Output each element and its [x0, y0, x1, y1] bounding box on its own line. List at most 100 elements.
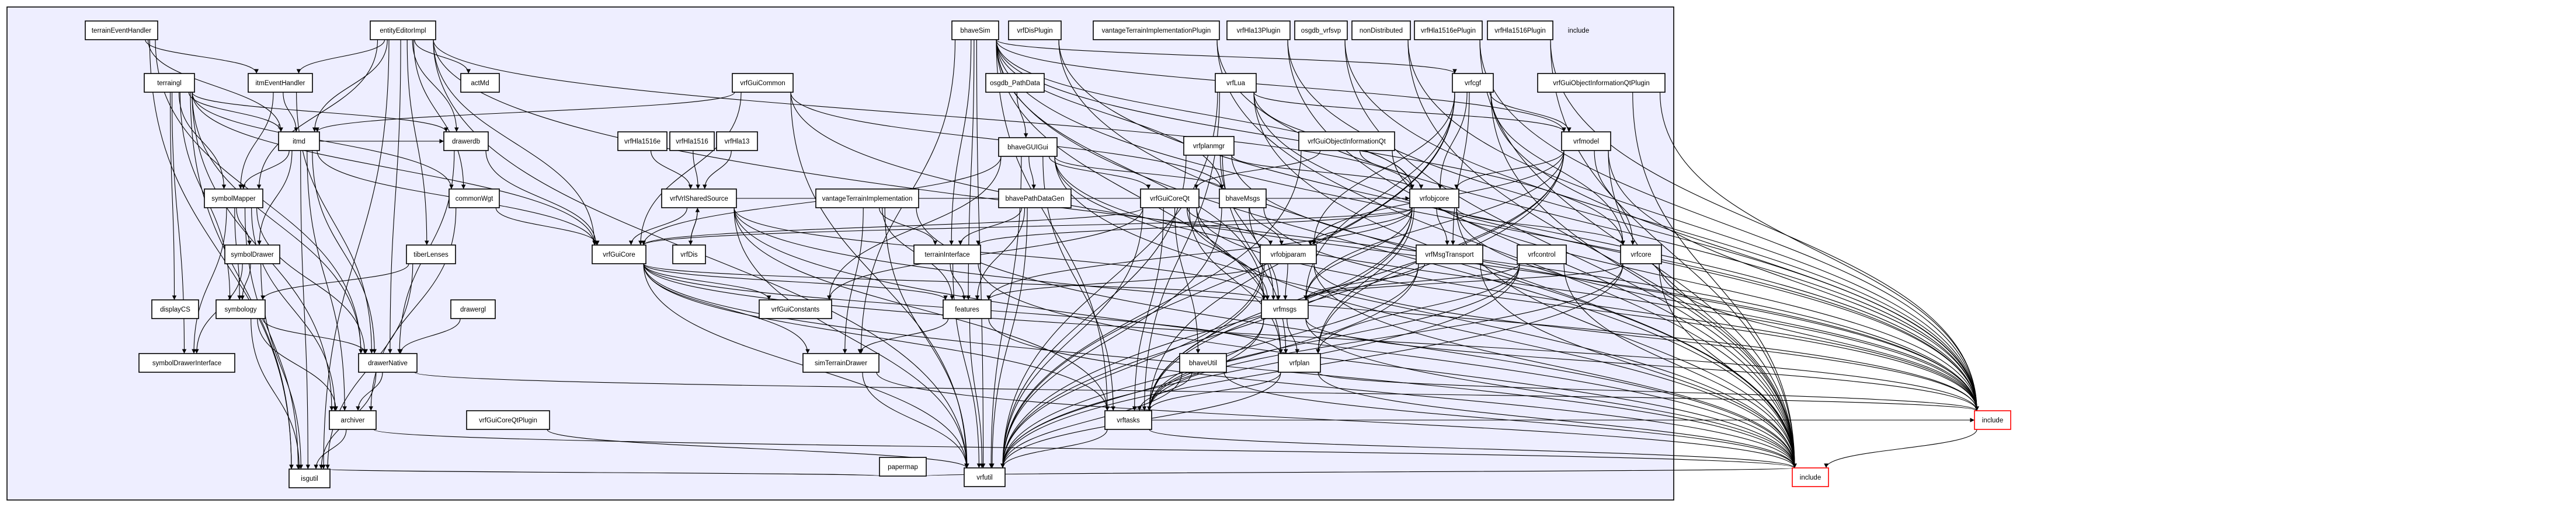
- node-vrfHla13Plugin[interactable]: vrfHla13Plugin: [1226, 20, 1291, 40]
- node-bhaveUtil[interactable]: bhaveUtil: [1179, 353, 1227, 373]
- edge-vrfmodel-to-include_mid: [1608, 150, 1979, 411]
- node-tiberLenses[interactable]: tiberLenses: [406, 244, 456, 264]
- node-nonDistributed[interactable]: nonDistributed: [1351, 20, 1411, 40]
- node-box: [1219, 188, 1267, 208]
- node-vrftasks[interactable]: vrftasks: [1104, 410, 1152, 430]
- node-vantageTerrainImplementationPlugin[interactable]: vantageTerrainImplementationPlugin: [1093, 20, 1220, 40]
- node-box: [1104, 410, 1152, 430]
- node-isgutil[interactable]: isgutil: [288, 468, 331, 488]
- node-include_bot[interactable]: include: [1792, 467, 1829, 487]
- node-box: [288, 468, 331, 488]
- node-include_top[interactable]: include: [1568, 27, 1589, 34]
- node-vrfmodel[interactable]: vrfmodel: [1561, 131, 1611, 151]
- edge-vrfGuiCoreQt-to-include_mid: [1196, 207, 1979, 411]
- node-include_mid[interactable]: include: [1974, 410, 2011, 430]
- node-box: [759, 299, 832, 319]
- node-vrfobjparam[interactable]: vrfobjparam: [1260, 244, 1317, 264]
- node-vrfHla1516Plugin[interactable]: vrfHla1516Plugin: [1487, 20, 1553, 40]
- node-vrfGuiCoreQtPlugin[interactable]: vrfGuiCoreQtPlugin: [466, 410, 550, 430]
- node-symbolMapper[interactable]: symbolMapper: [204, 188, 263, 208]
- node-features[interactable]: features: [943, 299, 992, 319]
- edge-vrfVrlSharedSource-to-include_bot: [733, 207, 1797, 468]
- node-box: [1537, 73, 1666, 93]
- node-vrfHla1516ePlugin[interactable]: vrfHla1516ePlugin: [1414, 20, 1483, 40]
- node-vrfHla13[interactable]: vrfHla13: [716, 131, 758, 151]
- edge-terrainInterface-to-include_bot: [978, 263, 1797, 468]
- node-osgdb_vrfsvp[interactable]: osgdb_vrfsvp: [1294, 20, 1348, 40]
- node-symbology[interactable]: symbology: [215, 299, 266, 319]
- node-terrainInterface[interactable]: terrainInterface: [913, 244, 981, 264]
- node-vrfGuiCommon[interactable]: vrfGuiCommon: [732, 73, 794, 93]
- node-papermap[interactable]: papermap: [879, 457, 927, 477]
- node-archiver[interactable]: archiver: [329, 410, 377, 430]
- edge-vrfobjcore-to-vrfmsgs: [1303, 207, 1413, 300]
- edge-vrfGuiObjectInformationQt-to-vrfutil: [1000, 150, 1302, 468]
- node-terrainEventHandler[interactable]: terrainEventHandler: [85, 20, 158, 40]
- edge-entityEditorImpl-to-commonWgt: [413, 39, 466, 190]
- node-osgdb_PathData[interactable]: osgdb_PathData: [985, 73, 1045, 93]
- node-bhaveGUIGui[interactable]: bhaveGUIGui: [998, 137, 1058, 157]
- node-vrfcgf[interactable]: vrfcgf: [1452, 73, 1494, 93]
- node-symbolDrawer[interactable]: symbolDrawer: [224, 244, 280, 264]
- node-box: [964, 467, 1006, 487]
- node-commonWgt[interactable]: commonWgt: [449, 188, 500, 208]
- node-vrfGuiObjectInformationQtPlugin[interactable]: vrfGuiObjectInformationQtPlugin: [1537, 73, 1666, 93]
- edge-commonWgt-to-vrfGuiCore: [495, 207, 600, 246]
- node-label: nonDistributed: [1360, 27, 1403, 34]
- node-box: [460, 73, 500, 93]
- edge-vrfGuiCoreQt-to-vrfutil: [1000, 207, 1143, 468]
- node-vrfHla1516e[interactable]: vrfHla1516e: [617, 131, 668, 151]
- edge-drawerNative-to-archiver: [356, 372, 383, 411]
- node-drawerdb[interactable]: drawerdb: [443, 131, 489, 151]
- node-simTerrainDrawer[interactable]: simTerrainDrawer: [802, 353, 879, 373]
- node-drawergl[interactable]: drawergl: [450, 299, 496, 319]
- edge-terraingl-to-isgutil: [190, 92, 294, 470]
- node-bhavePathDataGen[interactable]: bhavePathDataGen: [998, 188, 1072, 208]
- edge-vrfcgf-to-vrfcore: [1490, 92, 1625, 246]
- node-vrfplanmgr[interactable]: vrfplanmgr: [1183, 136, 1235, 156]
- node-itmEventHandler[interactable]: itmEventHandler: [248, 73, 313, 93]
- edge-vrfcontrol-to-vrfmsgs: [1303, 263, 1520, 300]
- node-box: [1452, 73, 1494, 93]
- node-vrfcore[interactable]: vrfcore: [1620, 244, 1662, 264]
- node-vrfGuiConstants[interactable]: vrfGuiConstants: [759, 299, 832, 319]
- node-box: [215, 299, 266, 319]
- node-vrfplan[interactable]: vrfplan: [1278, 353, 1321, 373]
- node-vrfDis[interactable]: vrfDis: [672, 244, 706, 264]
- node-box: [138, 353, 235, 373]
- node-vrfVrlSharedSource[interactable]: vrfVrlSharedSource: [661, 188, 737, 208]
- edge-vrfobjcore-to-terrainInterface: [976, 207, 1413, 246]
- node-vrfutil[interactable]: vrfutil: [964, 467, 1006, 487]
- node-entityEditorImpl[interactable]: entityEditorImpl: [370, 20, 436, 40]
- node-vrfHla1516[interactable]: vrfHla1516: [669, 131, 715, 151]
- node-vantageTerrainImplementation[interactable]: vantageTerrainImplementation: [815, 188, 919, 208]
- node-bhaveMsgs[interactable]: bhaveMsgs: [1219, 188, 1267, 208]
- node-actMd[interactable]: actMd: [460, 73, 500, 93]
- node-displayCS[interactable]: displayCS: [151, 299, 199, 319]
- edge-bhaveGUIGui-to-bhaveMsgs: [1054, 156, 1224, 190]
- edge-vrfHla13Plugin-to-include_mid: [1287, 39, 1979, 411]
- node-vrfLua[interactable]: vrfLua: [1215, 73, 1257, 93]
- node-box: [1278, 353, 1321, 373]
- node-vrfGuiObjectInformationQt[interactable]: vrfGuiObjectInformationQt: [1298, 131, 1395, 151]
- node-vrfGuiCore[interactable]: vrfGuiCore: [592, 244, 646, 264]
- node-terraingl[interactable]: terraingl: [144, 73, 195, 93]
- node-vrfMsgTransport[interactable]: vrfMsgTransport: [1416, 244, 1483, 264]
- edge-archiver-to-isgutil: [314, 429, 347, 470]
- edge-vrfGuiCore-to-vrfmsgs: [643, 263, 1266, 300]
- node-drawerNative[interactable]: drawerNative: [358, 353, 418, 373]
- edge-features-to-vrfutil: [969, 318, 985, 468]
- node-vrfcontrol[interactable]: vrfcontrol: [1517, 244, 1567, 264]
- node-vrfobjcore[interactable]: vrfobjcore: [1409, 188, 1459, 208]
- edge-nonDistributed-to-include_mid: [1407, 39, 1979, 411]
- node-vrfmsgs[interactable]: vrfmsgs: [1261, 299, 1309, 319]
- node-box: [248, 73, 313, 93]
- node-vrfDisPlugin[interactable]: vrfDisPlugin: [1008, 20, 1062, 40]
- node-vrfGuiCoreQt[interactable]: vrfGuiCoreQt: [1140, 188, 1200, 208]
- node-label: bhaveSim: [960, 27, 990, 34]
- node-symbolDrawerInterface[interactable]: symbolDrawerInterface: [138, 353, 235, 373]
- node-itmd[interactable]: itmd: [278, 131, 320, 151]
- edge-drawerNative-to-include_mid: [414, 372, 1979, 411]
- node-bhaveSim[interactable]: bhaveSim: [951, 20, 999, 40]
- edge-bhaveGUIGui-to-vrfGuiConstants: [827, 156, 1002, 300]
